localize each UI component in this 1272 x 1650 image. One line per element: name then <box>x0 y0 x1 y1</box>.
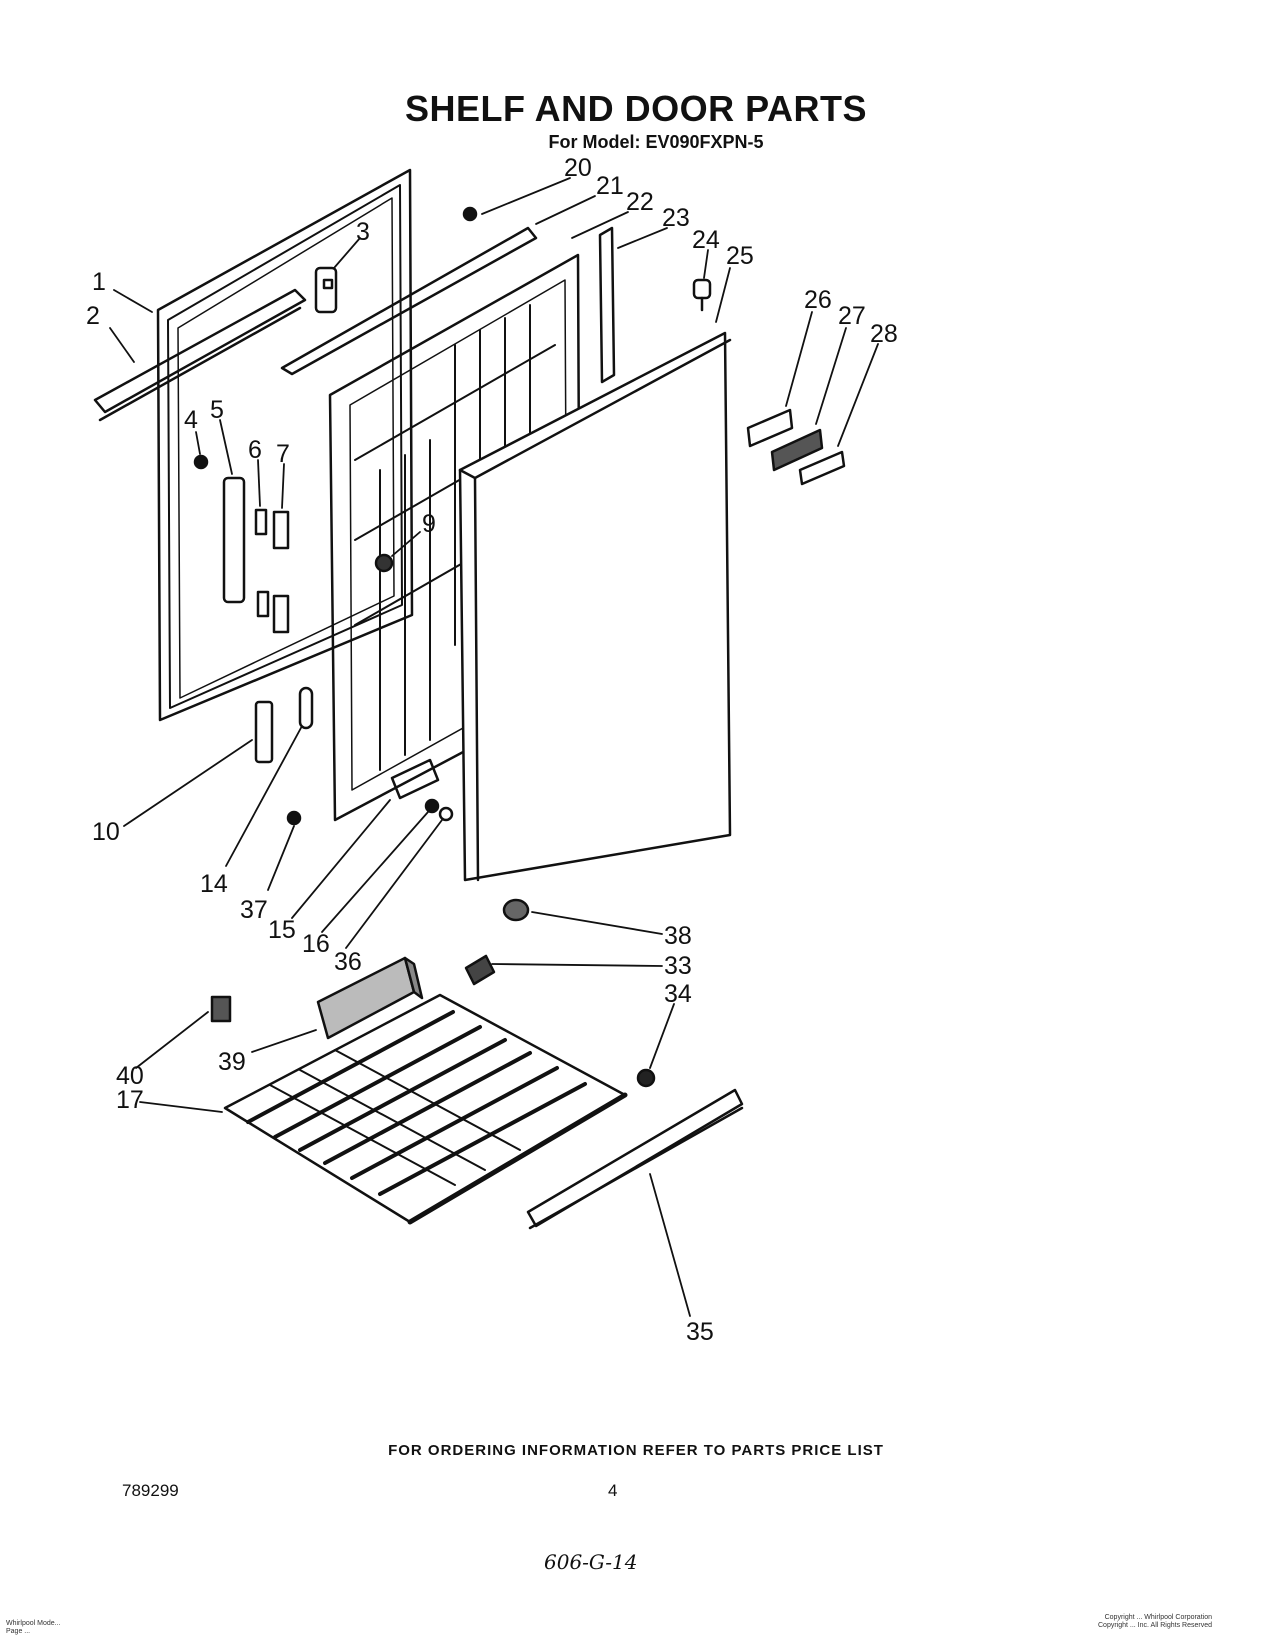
callout-5: 5 <box>210 396 224 424</box>
callout-21: 21 <box>596 172 624 200</box>
handle-ends <box>254 686 314 764</box>
fine-print-left-line: Whirlpool Mode... <box>6 1620 61 1627</box>
shelf-rail <box>526 1088 744 1228</box>
callout-3: 3 <box>356 218 370 246</box>
callout-36: 36 <box>334 948 362 976</box>
fine-print-left-line: Page ... <box>6 1628 31 1635</box>
foot-part <box>502 898 530 922</box>
leader-lines <box>109 177 879 1317</box>
callout-17: 17 <box>116 1086 144 1114</box>
page-number: 4 <box>608 1481 618 1500</box>
callout-22: 22 <box>626 188 654 216</box>
outer-door-panel <box>458 331 732 882</box>
handle-assembly <box>193 454 290 634</box>
callout-27: 27 <box>838 302 866 330</box>
callout-1: 1 <box>92 268 106 296</box>
callout-40: 40 <box>116 1062 144 1090</box>
wire-shelf <box>223 993 628 1225</box>
callout-16: 16 <box>302 930 330 958</box>
callout-35: 35 <box>686 1318 714 1346</box>
ordering-note: FOR ORDERING INFORMATION REFER TO PARTS … <box>388 1442 884 1459</box>
screw-part-20 <box>462 206 478 222</box>
roller-parts <box>464 954 656 1088</box>
callout-37: 37 <box>240 896 268 924</box>
callout-23: 23 <box>662 204 690 232</box>
fine-print-right-line: Copyright ... Whirlpool Corporation <box>1104 1614 1212 1621</box>
handwritten-note: 606-G-14 <box>544 1550 638 1574</box>
callout-9: 9 <box>422 510 436 538</box>
door-plug <box>692 278 712 312</box>
callout-4: 4 <box>184 406 198 434</box>
cap-part <box>374 553 394 573</box>
breaker-strip <box>93 288 307 422</box>
callout-6: 6 <box>248 436 262 464</box>
fine-print-right-line: Copyright ... Inc. All Rights Reserved <box>1098 1622 1212 1629</box>
callout-20: 20 <box>564 154 592 182</box>
model-subtitle: For Model: EV090FXPN-5 <box>548 132 764 152</box>
door-liner-frame <box>156 168 414 722</box>
shelf-retainer-strip <box>280 226 538 376</box>
lower-hinge-parts <box>286 758 454 826</box>
callout-7: 7 <box>276 440 290 468</box>
callout-28: 28 <box>870 320 898 348</box>
callout-24: 24 <box>692 226 720 254</box>
vertical-strip <box>598 226 616 384</box>
callout-10: 10 <box>92 818 120 846</box>
nameplate-parts <box>746 408 846 486</box>
callout-25: 25 <box>726 242 754 270</box>
callout-38: 38 <box>664 922 692 950</box>
document-number: 789299 <box>122 1481 179 1500</box>
callout-26: 26 <box>804 286 832 314</box>
callout-39: 39 <box>218 1048 246 1076</box>
callout-2: 2 <box>86 302 100 330</box>
fine-print-left: Whirlpool Mode... Page ... <box>6 1620 60 1636</box>
callout-15: 15 <box>268 916 296 944</box>
fine-print-right: Copyright ... Whirlpool Corporation Copy… <box>1098 1614 1212 1630</box>
callout-33: 33 <box>664 952 692 980</box>
insulation-block <box>316 956 424 1040</box>
callout-14: 14 <box>200 870 228 898</box>
hinge-part <box>314 266 338 314</box>
clip-part <box>210 995 232 1023</box>
page-title: SHELF AND DOOR PARTS <box>404 88 867 129</box>
callout-34: 34 <box>664 980 692 1008</box>
